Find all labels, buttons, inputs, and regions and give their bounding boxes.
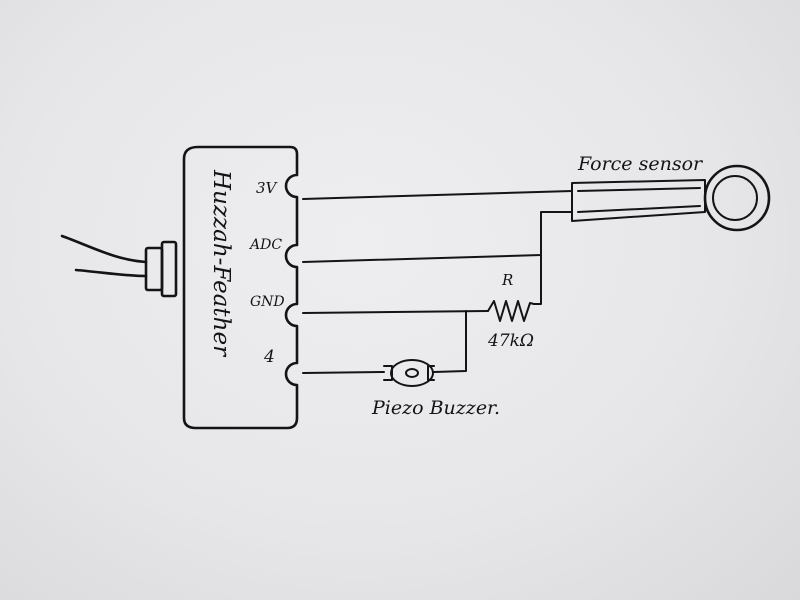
resistor-symbol (487, 300, 535, 322)
resistor-symbol-label: R (501, 271, 513, 289)
pin-label-gnd: GND (250, 294, 285, 310)
force-sensor-label: Force sensor (577, 153, 704, 175)
wire-adc-to-sensor (302, 211, 573, 263)
pin-label-3v: 3V (256, 179, 279, 197)
board-outline (182, 145, 299, 430)
wire-pin4-to-piezo (302, 371, 385, 374)
wire-gnd-to-resistor (302, 310, 489, 314)
resistor-value: 47kΩ (487, 331, 534, 351)
wire-gnd-to-piezo (433, 310, 467, 373)
force-sensor-symbol (571, 164, 771, 232)
pin-label-adc: ADC (248, 237, 282, 253)
wire-3v-to-sensor (302, 190, 573, 200)
wire-adc-to-resistor (533, 254, 542, 305)
board-name: Huzzah-Feather (208, 169, 234, 358)
pin-label-4: 4 (263, 347, 275, 367)
usb-cable (60, 234, 178, 298)
piezo-label: Piezo Buzzer. (371, 397, 500, 419)
piezo-buzzer-symbol (383, 359, 435, 387)
